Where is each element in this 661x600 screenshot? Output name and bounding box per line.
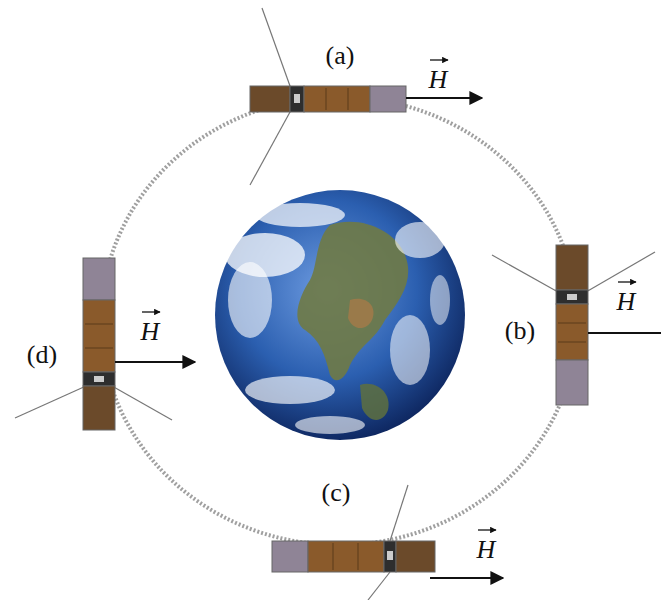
orbit-path [101,97,577,545]
satellite-a [250,8,482,185]
vector-label: H [617,289,636,315]
vector-label: H [141,319,160,345]
view-label: (b) [505,318,535,344]
vector-accents [142,60,636,530]
vector-label: H [429,67,448,93]
vector-label: H [477,537,496,563]
satellite-d [15,258,195,430]
earth-globe [215,190,465,440]
satellite-b [492,245,661,405]
view-label: (d) [27,342,57,368]
view-label: (c) [322,480,351,506]
satellite-c [272,485,503,600]
view-label: (a) [326,43,355,69]
